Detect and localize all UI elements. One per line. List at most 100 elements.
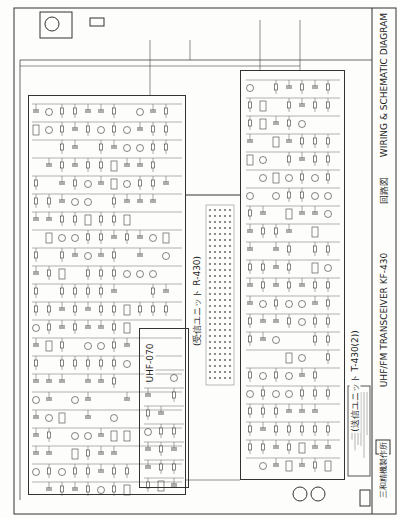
schematic-stroke [153, 176, 154, 190]
connector-pin [224, 227, 226, 229]
resistor-symbol [74, 360, 77, 366]
capacitor-symbol [163, 292, 169, 293]
connector-pin [229, 371, 231, 373]
coil-symbol [260, 101, 266, 111]
connector-pin [229, 287, 231, 289]
capacitor-symbol [72, 148, 78, 149]
resistor-symbol [262, 390, 265, 396]
transistor-symbol [260, 157, 267, 164]
connector-pin [209, 263, 211, 265]
coil-symbol [59, 413, 65, 423]
connector-pin [224, 233, 226, 235]
resistor-symbol [35, 288, 38, 294]
connector-pin [224, 353, 226, 355]
capacitor-symbol [247, 250, 253, 251]
coil-symbol [124, 431, 130, 441]
transistor-symbol [273, 391, 280, 398]
schematic-stroke [276, 314, 277, 320]
schematic-stroke [315, 458, 316, 472]
connector-pin [214, 281, 216, 283]
connector-pin [219, 323, 221, 325]
schematic-stroke [148, 460, 149, 466]
resistor-symbol [301, 138, 304, 144]
schematic-stroke [328, 278, 329, 292]
transistor-symbol [124, 127, 131, 134]
resistor-symbol [288, 318, 291, 324]
resistor-symbol [327, 84, 330, 90]
capacitor-symbol [33, 452, 39, 453]
resistor-symbol [87, 288, 90, 294]
connector-pin [214, 239, 216, 241]
capacitor-symbol [312, 214, 318, 215]
transistor-symbol [85, 433, 92, 440]
connector-pin [219, 293, 221, 295]
connector-pin [224, 239, 226, 241]
capacitor-symbol [312, 86, 318, 87]
schematic-stroke [127, 158, 128, 164]
schematic-stroke [36, 248, 37, 262]
resistor-symbol [314, 462, 317, 468]
connector-pin [214, 221, 216, 223]
connector-pin [214, 263, 216, 265]
schematic-stroke [101, 320, 102, 326]
resistor-symbol [61, 144, 64, 150]
connector-pin [224, 221, 226, 223]
capacitor-symbol [150, 200, 156, 201]
schematic-stroke [289, 80, 290, 86]
schematic-stroke [36, 446, 37, 452]
resistor-symbol [152, 144, 155, 150]
schematic-stroke [49, 482, 50, 488]
schematic-stroke [144, 424, 184, 425]
capacitor-symbol [85, 400, 91, 401]
connector-pin [219, 281, 221, 283]
transistor-symbol [325, 211, 332, 218]
connector-pin [209, 371, 211, 373]
capacitor-symbol [273, 250, 279, 251]
connector-pin [209, 251, 211, 253]
schematic-stroke [246, 296, 340, 297]
schematic-stroke [114, 464, 115, 478]
connector-pin [224, 257, 226, 259]
resistor-symbol [327, 426, 330, 432]
connector-pin [214, 335, 216, 337]
transistor-symbol [124, 271, 131, 278]
resistor-symbol [87, 270, 90, 276]
resistor-symbol [262, 264, 265, 270]
schematic-stroke [246, 224, 340, 225]
schematic-stroke [114, 140, 115, 146]
capacitor-symbol [137, 164, 143, 165]
schematic-stroke [161, 406, 162, 412]
connector-pin [224, 311, 226, 313]
resistor-symbol [160, 464, 163, 470]
schematic-stroke [250, 422, 251, 436]
resistor-symbol [100, 216, 103, 222]
capacitor-symbol [158, 414, 164, 415]
schematic-stroke [36, 284, 37, 298]
capacitor-symbol [312, 412, 318, 413]
capacitor-symbol [33, 110, 39, 111]
capacitor-symbol [145, 396, 151, 397]
connector-pin [209, 269, 211, 271]
schematic-stroke [144, 478, 184, 479]
capacitor-symbol [124, 202, 130, 203]
resistor-symbol [61, 252, 64, 258]
schematic-stroke [302, 368, 303, 374]
capacitor-symbol [286, 86, 292, 87]
resistor-symbol [147, 410, 150, 416]
connector-pin [224, 275, 226, 277]
capacitor-symbol [247, 232, 253, 233]
schematic-stroke [62, 248, 63, 262]
connector-pin [209, 299, 211, 301]
resistor-symbol [262, 282, 265, 288]
unit-label: (受信ユニット R-430) [192, 255, 203, 347]
schematic-stroke [144, 442, 184, 443]
coil-symbol [46, 341, 52, 351]
capacitor-symbol [312, 212, 318, 213]
schematic-stroke [101, 284, 102, 298]
schematic-stroke [140, 194, 141, 200]
schematic-stroke [328, 170, 329, 184]
capacitor-symbol [46, 220, 52, 221]
schematic-stroke [174, 388, 175, 402]
transistor-symbol [273, 337, 280, 344]
resistor-symbol [165, 306, 168, 312]
